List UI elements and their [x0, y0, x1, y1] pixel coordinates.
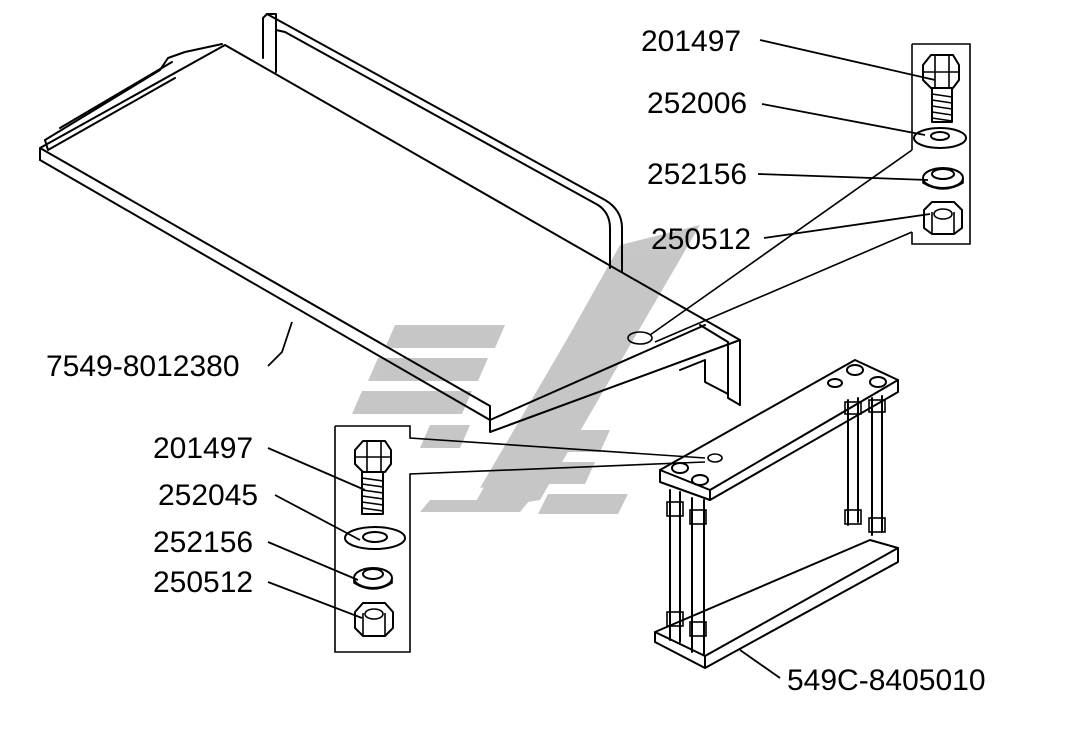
lower-washer-label: 252045 — [158, 479, 258, 512]
upper-washer — [913, 127, 967, 149]
lower-hardware-box — [334, 425, 706, 653]
lower-lock-washer-label: 252156 — [153, 526, 253, 559]
upper-lock-washer-label: 252156 — [647, 158, 747, 191]
lower-bolt — [354, 440, 392, 515]
lower-nut-label: 250512 — [153, 566, 253, 599]
upper-bolt — [922, 54, 960, 123]
upper-lock-washer — [922, 167, 964, 190]
lower-lock-washer — [353, 567, 393, 590]
upper-washer-label: 252006 — [647, 87, 747, 120]
leader-lines — [267, 39, 936, 679]
lower-bolt-label: 201497 — [153, 432, 253, 465]
lower-washer — [344, 526, 406, 550]
bracket-assembly-label: 549C-8405010 — [787, 664, 986, 697]
upper-hardware-guide-b — [654, 231, 913, 343]
upper-nut — [923, 201, 963, 235]
table-top — [39, 13, 741, 433]
lower-nut — [354, 602, 394, 637]
upper-bolt-label: 201497 — [641, 25, 741, 58]
table-top-label: 7549-8012380 — [46, 350, 240, 383]
bracket-assembly — [654, 359, 899, 669]
upper-nut-label: 250512 — [651, 223, 751, 256]
upper-hardware-guide-a — [649, 149, 913, 336]
